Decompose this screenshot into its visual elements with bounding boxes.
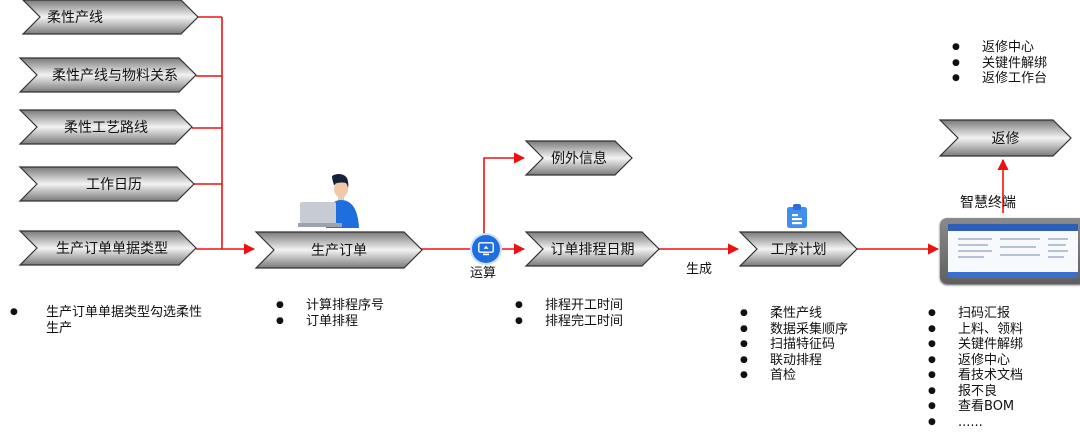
list-item: 关键件解绑 bbox=[952, 56, 1047, 72]
chevron-schedule-date: 订单排程日期 bbox=[524, 231, 660, 267]
list-item: 返修中心 bbox=[952, 40, 1047, 56]
list-item: 报不良 bbox=[928, 384, 1023, 400]
list-item: 订单排程 bbox=[276, 314, 384, 330]
type-note-list: 生产订单单据类型勾选柔性生产 bbox=[10, 305, 210, 336]
chevron-exception-info: 例外信息 bbox=[524, 140, 633, 176]
chevron-source-1-label: 柔性产线 bbox=[47, 10, 103, 26]
tablet-terminal-icon bbox=[940, 218, 1080, 284]
chevron-rework: 返修 bbox=[938, 119, 1072, 157]
chevron-source-1: 柔性产线 bbox=[21, 0, 199, 35]
generate-label: 生成 bbox=[686, 262, 713, 277]
schedule-note-list: 排程开工时间 排程完工时间 bbox=[515, 298, 623, 329]
clipboard-icon bbox=[786, 203, 808, 233]
list-item: 生产订单单据类型勾选柔性生产 bbox=[10, 305, 210, 336]
list-item: 排程开工时间 bbox=[515, 298, 623, 314]
list-item: ...... bbox=[928, 415, 1023, 431]
chevron-exception-info-label: 例外信息 bbox=[551, 151, 607, 167]
list-item: 看技术文档 bbox=[928, 368, 1023, 384]
chevron-process-plan-label: 工序计划 bbox=[770, 242, 827, 258]
list-item: 扫描特征码 bbox=[740, 337, 848, 353]
list-item: 数据采集顺序 bbox=[740, 322, 848, 338]
list-item: 上料、领料 bbox=[928, 322, 1023, 338]
chevron-source-4-label: 工作日历 bbox=[86, 177, 142, 193]
list-item: 首检 bbox=[740, 368, 848, 384]
list-item: 返修中心 bbox=[928, 353, 1023, 369]
rework-note-list: 返修中心 关键件解绑 返修工作台 bbox=[952, 40, 1047, 87]
connector-compute-to-exception bbox=[483, 152, 526, 235]
order-note-list: 计算排程序号 订单排程 bbox=[276, 298, 384, 329]
compute-icon bbox=[472, 235, 500, 263]
chevron-production-order-label: 生产订单 bbox=[311, 243, 367, 259]
chevron-source-4: 工作日历 bbox=[18, 166, 195, 202]
list-item: 柔性产线 bbox=[740, 306, 848, 322]
chevron-schedule-date-label: 订单排程日期 bbox=[550, 242, 635, 258]
chevron-source-5: 生产订单单据类型 bbox=[18, 230, 197, 266]
compute-label: 运算 bbox=[470, 266, 497, 281]
chevron-source-3: 柔性工艺路线 bbox=[18, 109, 193, 145]
list-item: 计算排程序号 bbox=[276, 298, 384, 314]
list-item: 扫码汇报 bbox=[928, 306, 1023, 322]
list-item: 联动排程 bbox=[740, 353, 848, 369]
plan-note-list: 柔性产线 数据采集顺序 扫描特征码 联动排程 首检 bbox=[740, 306, 848, 384]
list-item: 排程完工时间 bbox=[515, 314, 623, 330]
chevron-process-plan: 工序计划 bbox=[738, 231, 858, 267]
terminal-label: 智慧终端 bbox=[960, 195, 1016, 211]
chevron-source-2-label: 柔性产线与物料关系 bbox=[52, 68, 178, 84]
chevron-source-2: 柔性产线与物料关系 bbox=[18, 57, 197, 93]
list-item: 关键件解绑 bbox=[928, 337, 1023, 353]
list-item: 返修工作台 bbox=[952, 71, 1047, 87]
chevron-rework-label: 返修 bbox=[991, 131, 1020, 147]
chevron-source-5-label: 生产订单单据类型 bbox=[56, 241, 168, 257]
chevron-production-order: 生产订单 bbox=[254, 231, 423, 269]
chevron-source-3-label: 柔性工艺路线 bbox=[64, 120, 148, 136]
user-at-laptop-icon bbox=[298, 172, 364, 232]
terminal-note-list: 扫码汇报 上料、领料 关键件解绑 返修中心 看技术文档 报不良 查看BOM ..… bbox=[928, 306, 1023, 430]
list-item: 查看BOM bbox=[928, 399, 1023, 415]
